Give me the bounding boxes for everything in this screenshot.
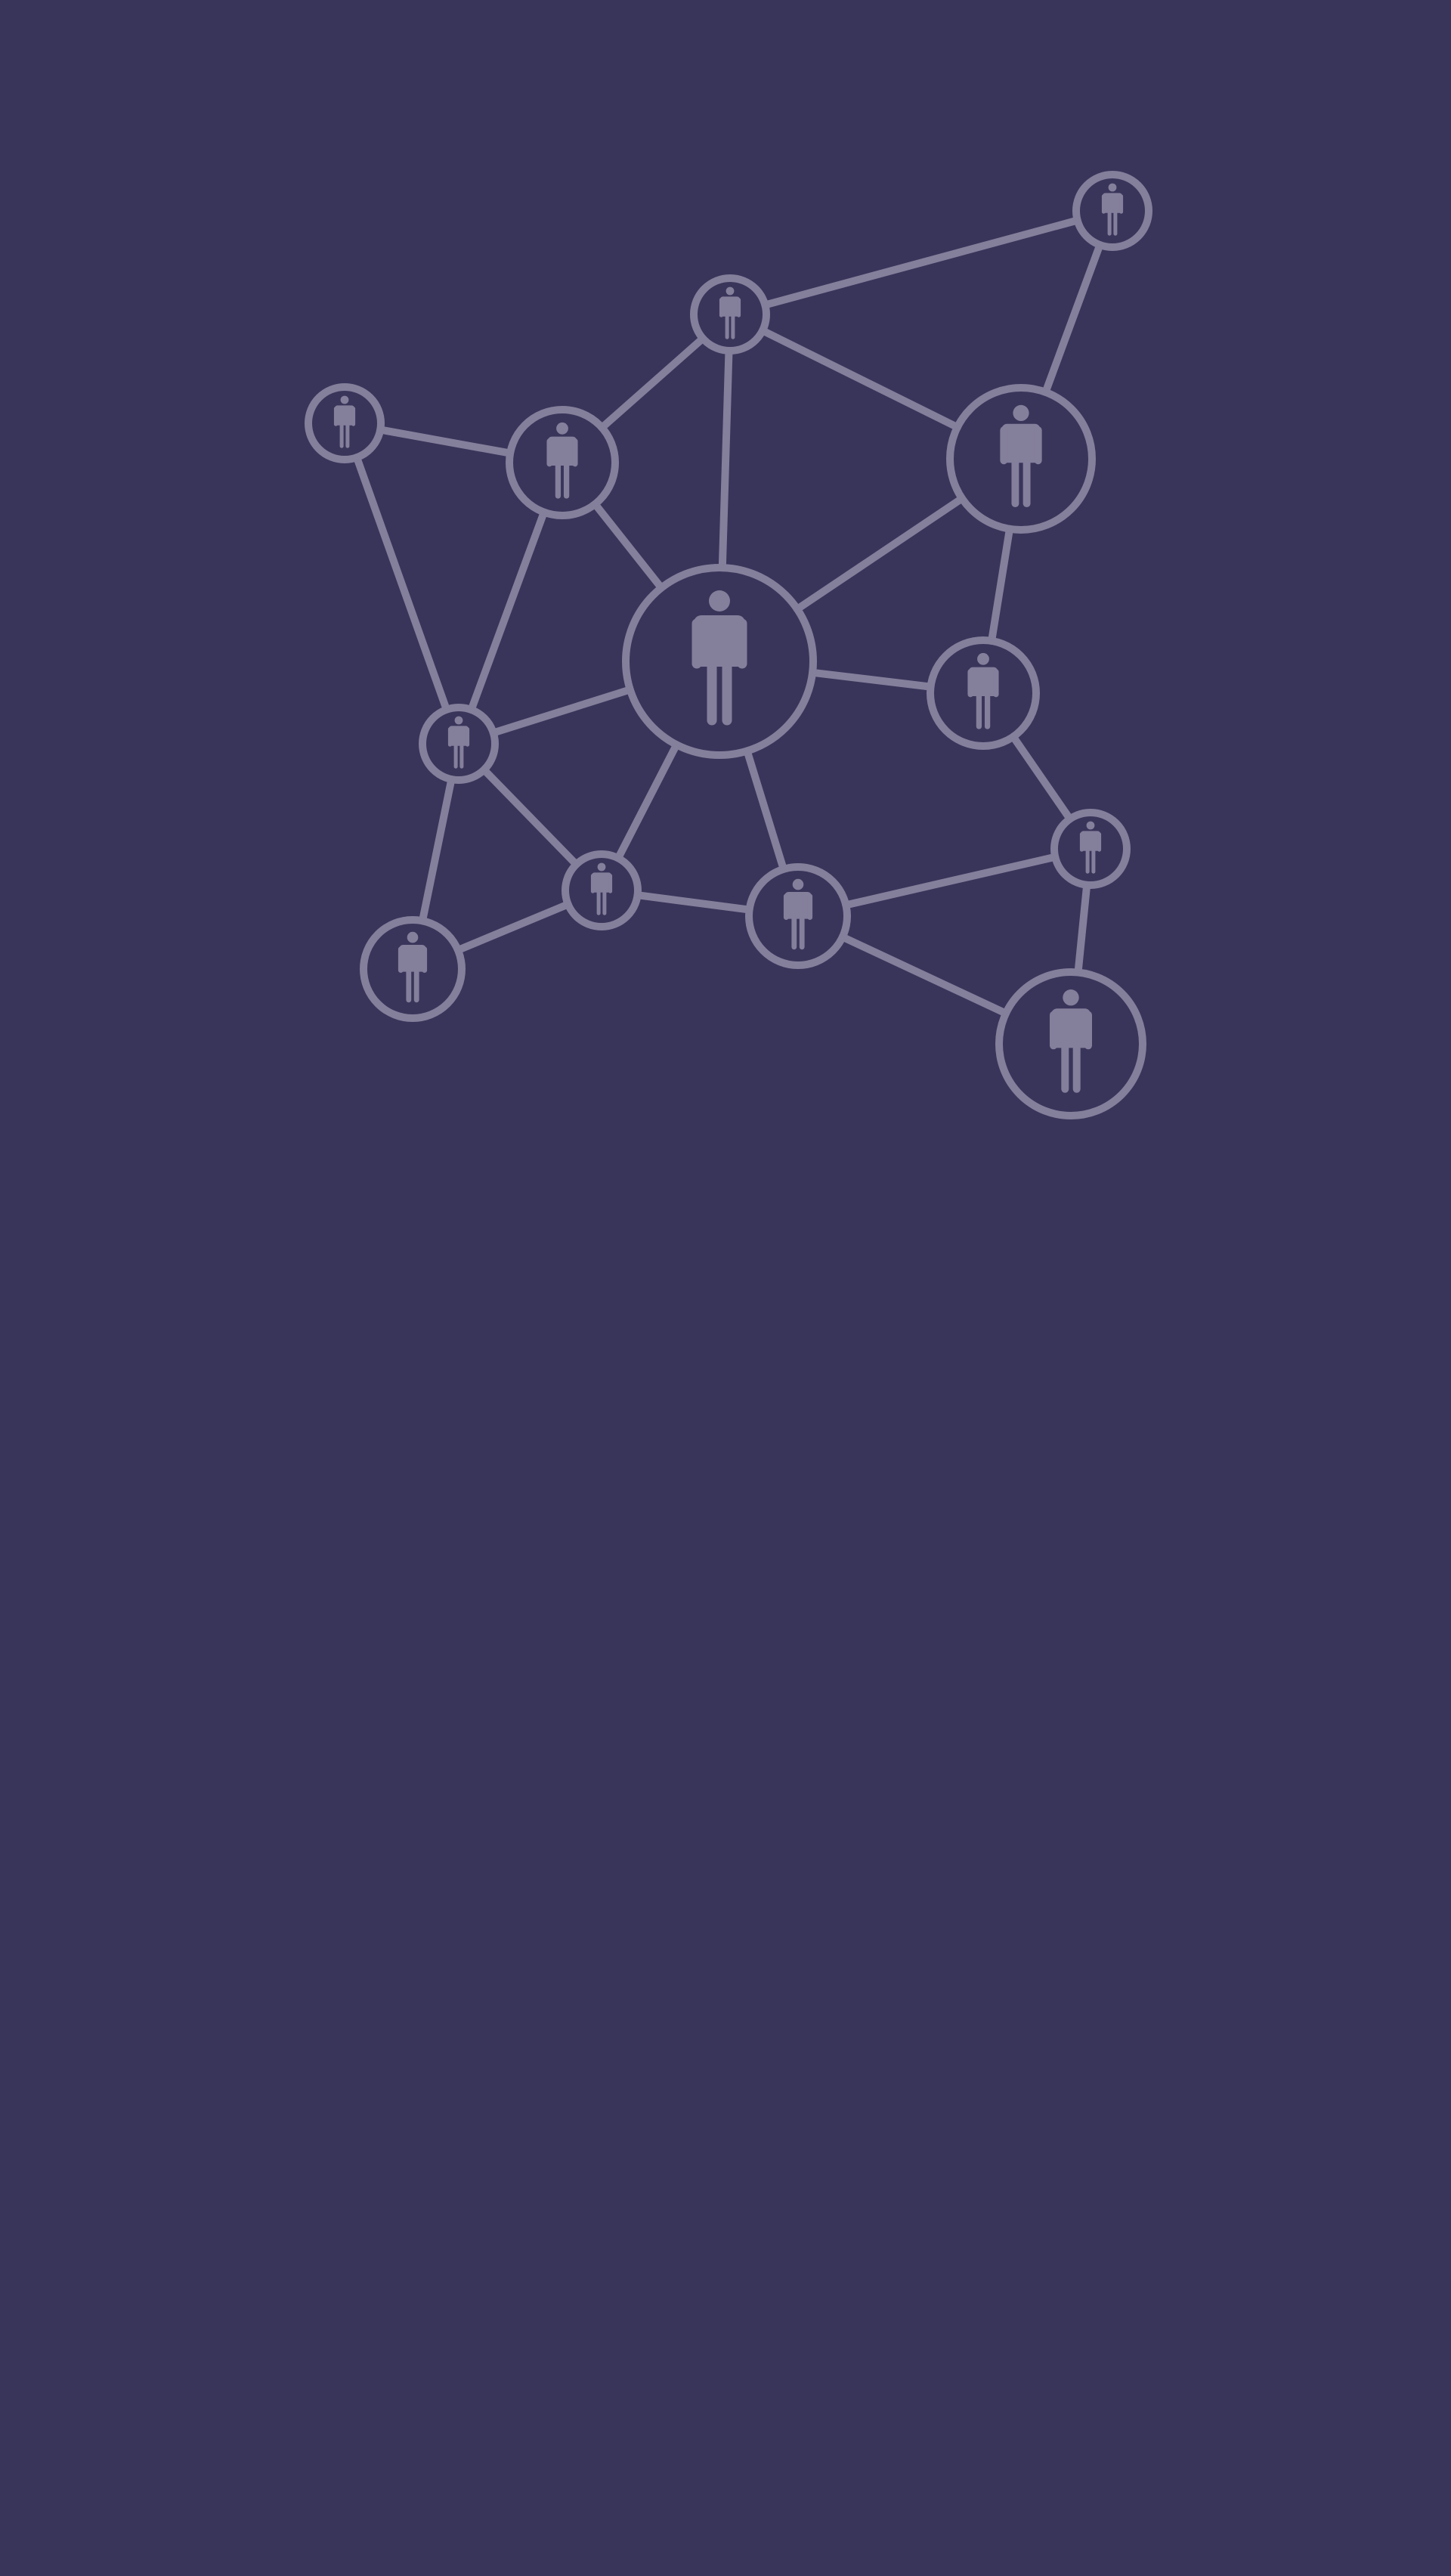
node-ring: [562, 850, 642, 930]
person-icon: [1000, 404, 1042, 508]
person-node: [305, 383, 385, 463]
node-ring: [690, 274, 770, 355]
person-node: [946, 384, 1096, 534]
person-node: [622, 564, 817, 759]
connection-line: [1074, 881, 1091, 977]
person-icon: [1079, 821, 1102, 874]
node-ring: [506, 406, 619, 519]
connection-line: [467, 508, 548, 714]
connection-line: [376, 426, 515, 457]
person-icon: [333, 395, 356, 448]
node-ring: [419, 704, 499, 784]
connection-line: [353, 454, 450, 714]
person-node: [419, 704, 499, 784]
person-icon: [590, 862, 613, 915]
node-ring: [995, 968, 1146, 1119]
person-icon: [967, 652, 999, 729]
person-node: [562, 850, 642, 930]
person-node: [690, 274, 770, 355]
connection-line: [591, 500, 666, 592]
person-node: [1050, 809, 1131, 889]
connection-line: [454, 900, 572, 954]
connection-line: [793, 494, 966, 613]
person-node: [995, 968, 1146, 1119]
person-icon: [447, 716, 470, 769]
connection-line: [1009, 732, 1074, 823]
connection-line: [809, 668, 935, 691]
node-ring: [1072, 171, 1152, 251]
person-node: [506, 406, 619, 519]
connection-line: [419, 776, 456, 925]
person-icon: [398, 931, 428, 1003]
connection-line: [1041, 241, 1104, 396]
person-icon: [1050, 989, 1092, 1093]
person-node: [360, 916, 466, 1022]
connection-line: [842, 853, 1060, 909]
node-ring: [360, 916, 466, 1022]
connection-line: [718, 347, 733, 572]
person-icon: [783, 878, 813, 950]
connection-line: [761, 216, 1081, 309]
node-ring: [305, 383, 385, 463]
connection-line: [489, 686, 634, 737]
person-icon: [546, 422, 578, 499]
node-ring: [622, 564, 817, 759]
node-ring: [1050, 809, 1131, 889]
person-icon: [719, 286, 741, 339]
connections: [353, 216, 1104, 1017]
person-node: [927, 636, 1040, 750]
node-ring: [927, 636, 1040, 750]
connection-line: [480, 766, 580, 868]
node-ring: [946, 384, 1096, 534]
person-node: [1072, 171, 1152, 251]
people-nodes: [305, 171, 1152, 1119]
connection-line: [838, 933, 1010, 1017]
connection-line: [988, 525, 1013, 645]
person-node: [745, 863, 851, 969]
connection-line: [633, 891, 753, 914]
connection-line: [743, 747, 787, 873]
connection-line: [614, 741, 681, 862]
person-icon: [691, 590, 747, 726]
node-ring: [745, 863, 851, 969]
person-icon: [1101, 183, 1124, 236]
connection-line: [759, 327, 961, 432]
connection-line: [598, 334, 707, 432]
